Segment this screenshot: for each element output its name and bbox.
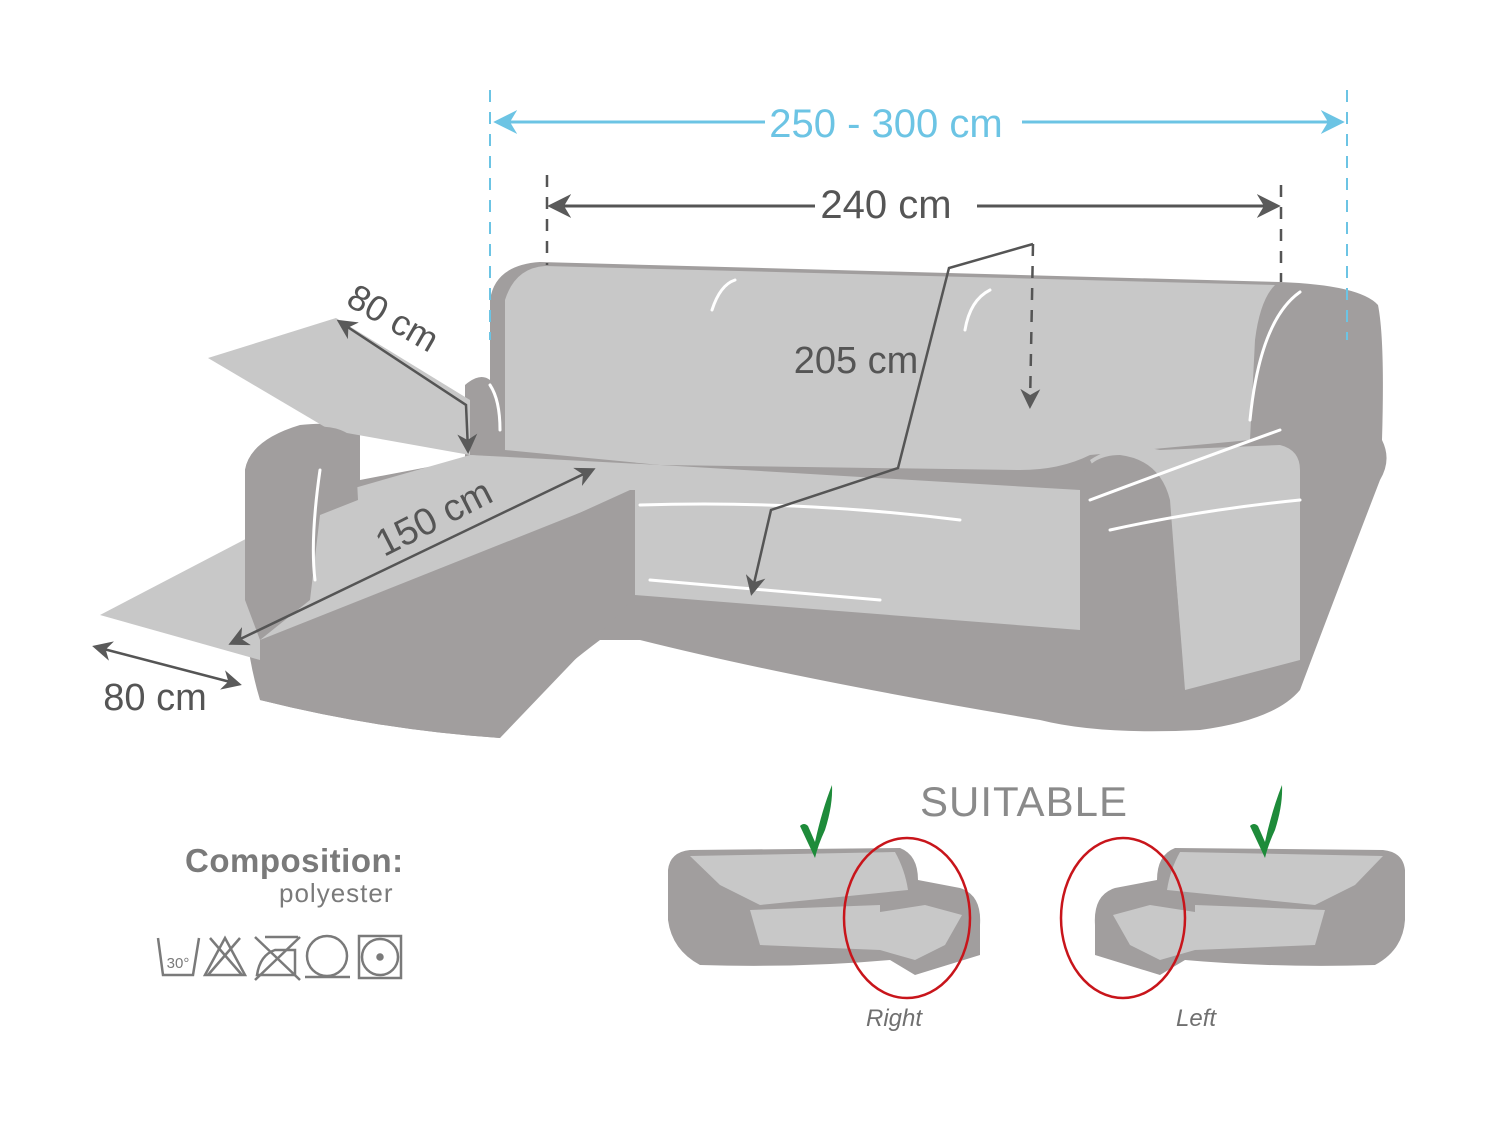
no-iron-icon (254, 935, 301, 981)
dry-clean-icon (305, 934, 350, 979)
wash-30-icon: 30° (156, 937, 201, 977)
composition-label: Composition: (185, 842, 404, 879)
check-mark-icon (800, 785, 833, 858)
chaise-front-label: 80 cm (103, 677, 206, 719)
tumble-dry-low-icon (357, 934, 403, 980)
no-bleach-icon (202, 935, 248, 977)
svg-text:30°: 30° (167, 955, 190, 972)
right-variant-label: Right (866, 1005, 923, 1032)
depth-dimension: 205 cm (745, 242, 1041, 596)
care-icons: 30° (156, 934, 403, 981)
suitable-title: SUITABLE (920, 778, 1128, 825)
main-sofa-illustration (100, 262, 1387, 738)
overall-width-label: 250 - 300 cm (769, 102, 1002, 146)
left-highlight-circle (1059, 836, 1187, 1000)
right-variant-illustration (668, 785, 981, 1000)
overall-width-dimension: 250 - 300 cm (489, 90, 1348, 340)
left-variant-illustration (1059, 785, 1405, 1000)
check-mark-icon (1250, 785, 1283, 858)
left-variant-label: Left (1176, 1005, 1217, 1032)
cover-width-dimension: 240 cm (545, 175, 1283, 282)
composition-value: polyester (279, 878, 394, 908)
cover-width-label: 240 cm (820, 183, 951, 227)
chaise-front-dimension: 80 cm (92, 641, 242, 719)
depth-label: 205 cm (794, 340, 919, 382)
right-highlight-circle (842, 836, 972, 1000)
